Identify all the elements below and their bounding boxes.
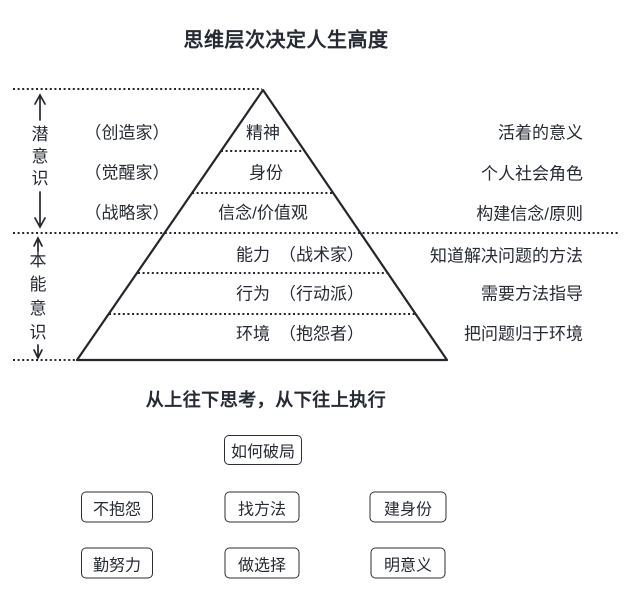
- legend-subconscious: 潜意识: [31, 124, 49, 188]
- level-ability: 能力 （战术家）: [236, 247, 364, 264]
- meaning-spirit: 活着的意义: [498, 123, 583, 143]
- persona-tactician: （战术家）: [279, 245, 364, 265]
- level-identity: 身份: [249, 163, 283, 183]
- persona-doer: （行动派）: [279, 284, 364, 304]
- breakthrough-heading-label: 如何破局: [230, 444, 295, 461]
- action-box-no-complain: 不抱怨: [81, 491, 153, 523]
- action-label: 找方法: [237, 501, 286, 518]
- action-label: 做选择: [237, 557, 286, 574]
- action-box-clarify-meaning: 明意义: [370, 547, 446, 579]
- persona-strategist: （战略家）: [84, 203, 170, 223]
- up-arrow-icon: [34, 93, 46, 121]
- level-environment-name: 环境: [236, 324, 270, 344]
- action-box-find-method: 找方法: [224, 491, 300, 523]
- slogan-text: 从上往下思考，从下往上执行: [145, 390, 387, 410]
- persona-creator: （创造家）: [84, 123, 170, 143]
- action-box-work-hard: 勤努力: [81, 547, 153, 579]
- up-arrow-icon: [33, 236, 43, 252]
- action-label: 勤努力: [92, 557, 141, 574]
- breakthrough-heading-box: 如何破局: [224, 435, 302, 465]
- pyramid-outline: [75, 88, 449, 362]
- action-label: 建身份: [383, 501, 432, 518]
- persona-awakener: （觉醒家）: [84, 163, 170, 183]
- meaning-identity: 个人社会角色: [481, 164, 583, 184]
- meaning-environment: 把问题归于环境: [464, 324, 583, 344]
- meaning-ability: 知道解决问题的方法: [430, 246, 583, 266]
- level-belief-values: 信念/价值观: [218, 203, 308, 223]
- persona-complainer: （抱怨者）: [279, 324, 364, 344]
- level-environment: 环境 （抱怨者）: [236, 326, 364, 343]
- legend-instinct: 本能意识: [29, 251, 47, 342]
- page-title: 思维层次决定人生高度: [183, 29, 389, 52]
- action-box-build-identity: 建身份: [369, 491, 447, 523]
- level-ability-name: 能力: [236, 245, 270, 265]
- down-arrow-icon: [33, 344, 43, 360]
- level-behavior-name: 行为: [236, 284, 270, 304]
- meaning-belief-values: 构建信念/原则: [476, 204, 583, 224]
- action-label: 明意义: [383, 557, 432, 574]
- action-label: 不抱怨: [92, 501, 141, 518]
- down-arrow-icon: [34, 191, 46, 229]
- action-box-make-choice: 做选择: [224, 547, 300, 579]
- level-spirit: 精神: [246, 123, 280, 143]
- level-behavior: 行为 （行动派）: [236, 286, 364, 303]
- meaning-behavior: 需要方法指导: [481, 284, 583, 304]
